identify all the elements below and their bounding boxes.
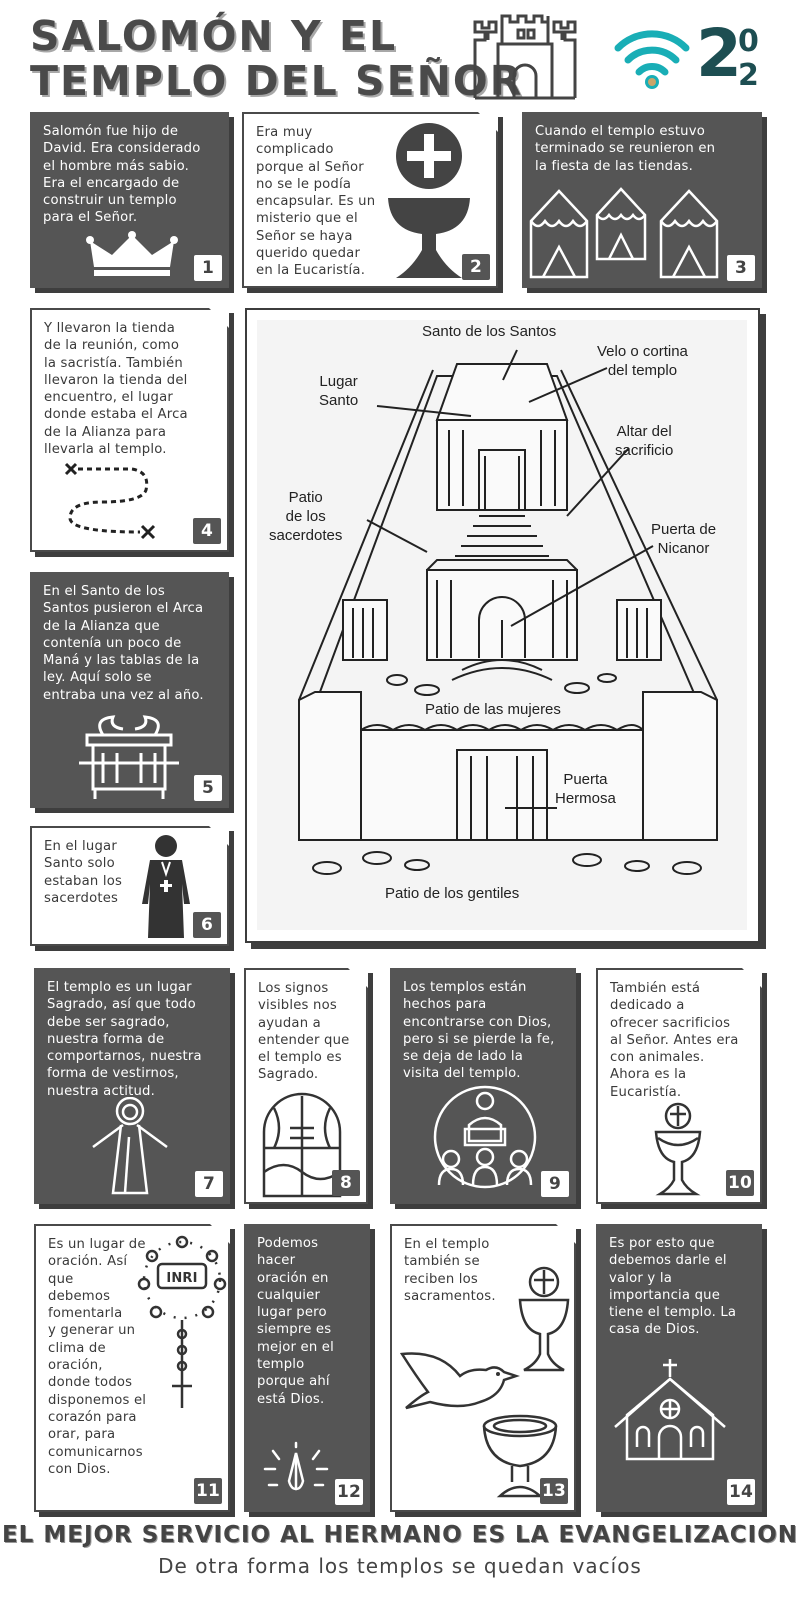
card-text: En el templo también se reciben los sacr… [404, 1237, 496, 1304]
jesus-icon [92, 1097, 168, 1195]
path-map-icon [64, 462, 156, 540]
logo-number-sub: 2 [738, 58, 759, 93]
card-text: Era muy complicado porque al Señor no se… [256, 125, 376, 279]
stained-window-icon [262, 1092, 342, 1198]
info-card-14: Es por esto que debemos darle el valor y… [596, 1224, 762, 1512]
dove-icon [400, 1352, 520, 1410]
info-card-11: Es un lugar de oración. Así que debemos … [34, 1224, 230, 1512]
chalice-icon [654, 1102, 702, 1196]
card-text: En el lugar Santo solo estaban los sacer… [44, 839, 123, 906]
label-patio-sacerdotes: Patio de los sacerdotes [269, 489, 343, 544]
brand-logo: 2 0 2 [612, 15, 782, 100]
label-patio-gentiles: Patio de los gentiles [385, 885, 520, 902]
page-fold [556, 1224, 576, 1244]
rosary-icon: INRI [137, 1235, 227, 1408]
page-title-line1: SALOMÓN Y EL [30, 12, 398, 60]
info-card-13: En el templo también se reciben los sacr… [390, 1224, 576, 1512]
label-altar: Altar del sacrificio [615, 423, 674, 459]
page-title: SALOMÓN Y EL TEMPLO DEL SEÑOR [30, 14, 523, 104]
page-fold [210, 1224, 230, 1244]
card-text: Podemos hacer oración en cualquier lugar… [257, 1236, 334, 1407]
page-fold [742, 968, 762, 988]
temple-diagram: Santo de los Santos Velo o cortina del t… [245, 308, 760, 943]
page-title-line2: TEMPLO DEL SEÑOR [30, 57, 524, 105]
ark-icon [79, 715, 179, 799]
inri-label: INRI [166, 1271, 197, 1286]
info-card-1: Salomón fue hijo de David. Era considera… [30, 112, 229, 288]
info-card-5: En el Santo de los Santos pusieron el Ar… [30, 572, 229, 808]
chalice-icon [518, 1266, 570, 1372]
card-number: 7 [195, 1171, 223, 1197]
info-card-8: Los signos visibles nos ayudan a entende… [244, 968, 368, 1204]
card-number: 13 [540, 1478, 568, 1504]
crown-icon [86, 231, 178, 276]
card-number: 11 [194, 1478, 222, 1504]
card-number: 12 [335, 1479, 363, 1505]
card-text: Y llevaron la tienda de la reunión, como… [44, 321, 188, 458]
card-number: 9 [541, 1171, 569, 1197]
card-text: Salomón fue hijo de David. Era considera… [43, 124, 201, 226]
logo-number-small: 0 [738, 24, 759, 59]
castle-icon [473, 14, 577, 100]
card-text: Es por esto que debemos darle el valor y… [609, 1236, 737, 1338]
footer-subtitle: De otra forma los templos se quedan vací… [158, 1554, 642, 1578]
info-card-2: Era muy complicado porque al Señor no se… [242, 112, 498, 288]
label-santo-santos: Santo de los Santos [422, 323, 557, 340]
label-puerta-hermosa: Puerta Hermosa [555, 771, 616, 807]
card-text: Es un lugar de oración. Así que debemos … [48, 1237, 147, 1477]
card-text: Los signos visibles nos ayudan a entende… [258, 981, 350, 1083]
footer-title: EL MEJOR SERVICIO AL HERMANO ES LA EVANG… [1, 1522, 799, 1548]
congregation-icon [433, 1085, 537, 1189]
temple-drawing [257, 320, 747, 930]
label-patio-mujeres: Patio de las mujeres [425, 701, 561, 718]
card-number: 2 [462, 254, 490, 280]
priest-icon [142, 835, 190, 938]
card-number: 3 [727, 255, 755, 281]
logo-number-big: 2 [696, 15, 742, 92]
info-card-10: También está dedicado a ofrecer sacrific… [596, 968, 762, 1204]
card-number: 5 [194, 775, 222, 801]
chalice-host-icon [388, 123, 470, 278]
card-text: Cuando el templo estuvo terminado se reu… [535, 124, 716, 174]
info-card-6: En el lugar Santo solo estaban los sacer… [30, 826, 229, 946]
label-velo: Velo o cortina del templo [597, 343, 688, 379]
card-number: 8 [332, 1170, 360, 1196]
church-icon [614, 1359, 726, 1461]
info-card-7: El templo es un lugar Sagrado, así que t… [34, 968, 230, 1204]
page-fold [478, 112, 498, 132]
page-fold [209, 826, 229, 846]
page-fold [348, 968, 368, 988]
label-lugar-santo: Lugar Santo [319, 373, 359, 409]
info-card-12: Podemos hacer oración en cualquier lugar… [244, 1224, 370, 1512]
card-number: 1 [194, 255, 222, 281]
page-fold [209, 308, 229, 328]
info-card-9: Los templos están hechos para encontrars… [390, 968, 576, 1204]
info-card-4: Y llevaron la tienda de la reunión, como… [30, 308, 229, 552]
card-number: 14 [727, 1479, 755, 1505]
praying-hands-icon [263, 1441, 329, 1491]
info-card-3: Cuando el templo estuvo terminado se reu… [522, 112, 762, 288]
card-text: También está dedicado a ofrecer sacrific… [610, 981, 739, 1100]
label-puerta-nicanor: Puerta de Nicanor [651, 521, 717, 557]
tents-icon [529, 187, 719, 279]
card-text: En el Santo de los Santos pusieron el Ar… [43, 584, 204, 703]
wifi-icon [614, 30, 690, 89]
baptismal-font-icon [482, 1414, 558, 1498]
card-number: 4 [193, 518, 221, 544]
card-text: Los templos están hechos para encontrars… [403, 980, 555, 1082]
card-number: 6 [193, 912, 221, 938]
card-text: El templo es un lugar Sagrado, así que t… [47, 980, 202, 1099]
card-number: 10 [726, 1170, 754, 1196]
